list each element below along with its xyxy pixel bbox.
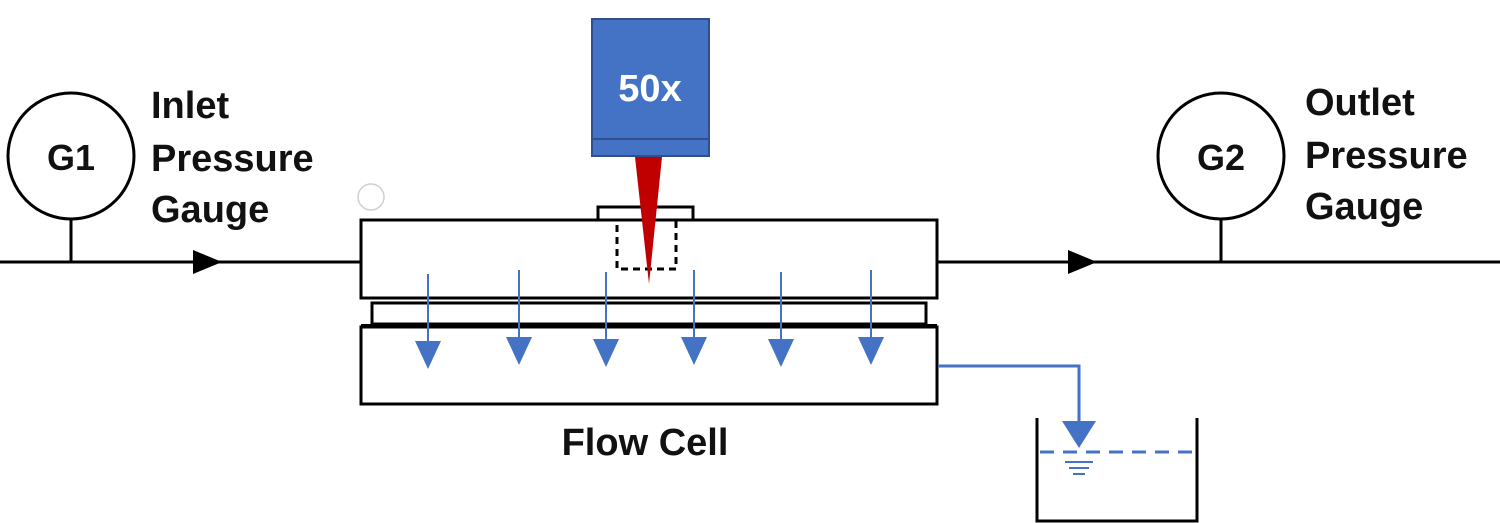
- permeate-arrow-icon: [681, 270, 707, 365]
- flow-cell-label: Flow Cell: [562, 422, 729, 464]
- gauge-g2-id: G2: [1197, 137, 1245, 178]
- permeate-flow-arrows: [415, 270, 884, 369]
- inlet-label-line-3: Gauge: [151, 189, 269, 231]
- water-level-symbol-icon: [1065, 461, 1093, 475]
- membrane-layer: [370, 301, 928, 326]
- inlet-label-line-2: Pressure: [151, 138, 314, 180]
- permeate-arrow-icon: [506, 270, 532, 365]
- objective-tip: [591, 138, 710, 157]
- flow-cell-bottom-block: [359, 325, 939, 406]
- gauge-g2-icon: [1156, 91, 1286, 221]
- outlet-label-line-3: Gauge: [1305, 186, 1423, 228]
- inlet-gauge-label: Inlet Pressure Gauge: [151, 85, 314, 231]
- objective-lens: 50x: [591, 18, 710, 157]
- permeate-arrow-icon: [593, 272, 619, 367]
- inlet-line: [0, 250, 360, 274]
- gauge-g1-icon: [6, 91, 136, 221]
- gauge-g1-id: G1: [47, 137, 95, 178]
- objective-magnification: 50x: [618, 68, 681, 110]
- permeate-arrow-icon: [415, 274, 441, 369]
- permeate-outlet-arrow-icon: [1062, 421, 1096, 448]
- outlet-label-line-2: Pressure: [1305, 135, 1468, 177]
- objective-body: [591, 18, 710, 142]
- outlet-flow-arrow-icon: [1068, 250, 1097, 274]
- permeate-arrow-icon: [768, 272, 794, 367]
- inlet-label-line-1: Inlet: [151, 85, 229, 127]
- outlet-gauge: G2: [1156, 91, 1286, 262]
- permeate-outlet-line: [938, 364, 1096, 448]
- laser-beam: [635, 157, 662, 284]
- small-circle-icon: [357, 183, 385, 211]
- outlet-line: [938, 250, 1500, 274]
- collection-reservoir: [1035, 418, 1199, 523]
- permeate-arrow-icon: [858, 270, 884, 365]
- outlet-gauge-label: Outlet Pressure Gauge: [1305, 82, 1468, 228]
- inlet-flow-arrow-icon: [193, 250, 222, 274]
- outlet-label-line-1: Outlet: [1305, 82, 1415, 124]
- inlet-gauge: G1: [6, 91, 136, 262]
